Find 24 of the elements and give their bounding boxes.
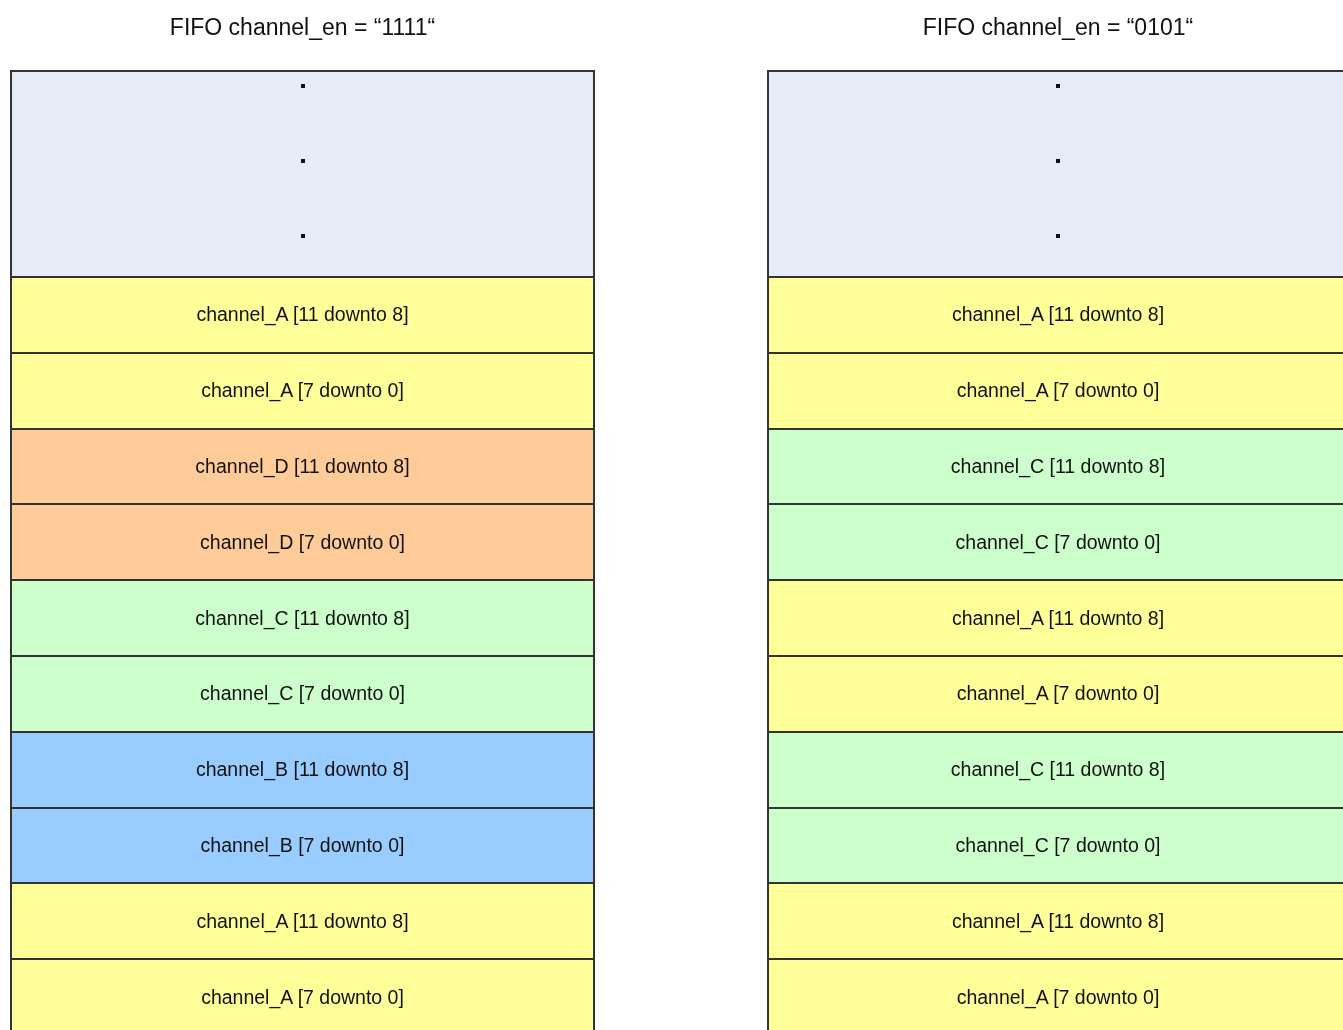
fifo-word-cell: channel_A [11 downto 8] <box>767 276 1343 354</box>
fifo-word-cell: channel_D [11 downto 8] <box>10 427 595 506</box>
fifo-word-cell: channel_A [7 downto 0] <box>10 958 595 1030</box>
ellipsis-cell <box>767 70 1343 278</box>
fifo-word-cell: channel_C [11 downto 8] <box>767 427 1343 506</box>
fifo-word-cell: channel_C [7 downto 0] <box>767 806 1343 885</box>
fifo-word-cell: channel_A [11 downto 8] <box>10 882 595 961</box>
fifo-word-cell: channel_B [11 downto 8] <box>10 730 595 809</box>
column-title: FIFO channel_en = “1111“ <box>169 14 436 41</box>
fifo-word-cell: channel_B [7 downto 0] <box>10 806 595 885</box>
fifo-word-cell: channel_A [11 downto 8] <box>767 579 1343 657</box>
fifo-word-cell: channel_A [11 downto 8] <box>767 882 1343 961</box>
fifo-word-cell: channel_D [7 downto 0] <box>10 503 595 582</box>
column-title: FIFO channel_en = “0101“ <box>922 14 1194 41</box>
fifo-word-cell: channel_C [11 downto 8] <box>10 579 595 657</box>
fifo-word-cell: channel_A [11 downto 8] <box>10 276 595 354</box>
fifo-word-cell: channel_A [7 downto 0] <box>767 958 1343 1030</box>
fifo-word-cell: channel_C [7 downto 0] <box>10 655 595 733</box>
fifo-word-cell: channel_A [7 downto 0] <box>767 655 1343 733</box>
fifo-word-cell: channel_C [11 downto 8] <box>767 730 1343 809</box>
fifo-word-cell: channel_C [7 downto 0] <box>767 503 1343 582</box>
ellipsis-cell <box>10 70 595 278</box>
fifo-word-cell: channel_A [7 downto 0] <box>767 351 1343 430</box>
fifo-word-cell: channel_A [7 downto 0] <box>10 351 595 430</box>
